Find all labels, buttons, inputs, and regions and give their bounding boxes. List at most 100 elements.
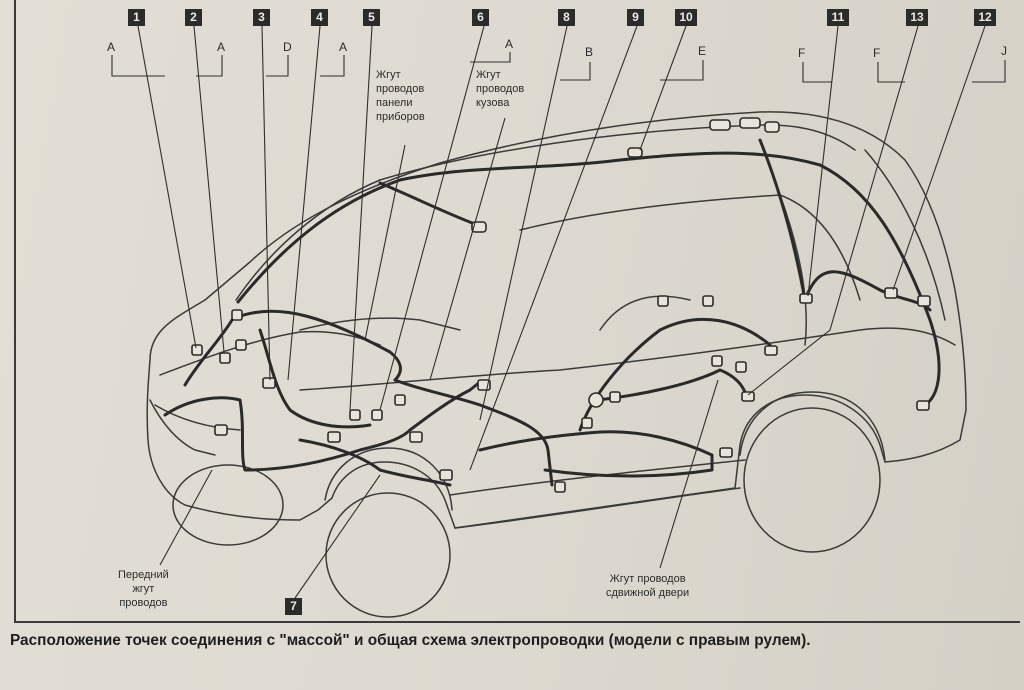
- ground-point: [191, 344, 203, 356]
- roof-harness: [236, 151, 822, 304]
- bracket-4: [320, 55, 345, 77]
- bracket-6: [470, 52, 511, 63]
- slide-door-harness: [596, 368, 750, 402]
- wiring-diagram: [111, 25, 1006, 618]
- ground-point: [609, 391, 621, 403]
- bracket-3: [266, 55, 289, 77]
- ground-point: [581, 417, 593, 429]
- car-body-outline: [146, 111, 967, 529]
- callout-3: 3: [253, 9, 270, 26]
- ground-point: [764, 345, 778, 356]
- ground-point: [371, 409, 383, 421]
- group-letter-10: E: [698, 44, 707, 58]
- body-harness-rear: [578, 317, 772, 432]
- leader-9: [469, 25, 638, 471]
- right-side-harness: [758, 138, 932, 312]
- callout-11: 11: [827, 9, 849, 26]
- leader-instrument: [364, 144, 406, 341]
- ground-point: [657, 295, 669, 307]
- ground-point: [741, 391, 755, 402]
- bracket-8: [560, 62, 591, 81]
- rear-wheel-arch: [739, 391, 886, 461]
- sill-line: [454, 487, 741, 529]
- ground-point: [235, 339, 247, 351]
- dash-line: [299, 317, 461, 331]
- windshield-line: [235, 179, 381, 301]
- front-harness-upper: [183, 318, 234, 387]
- leader-3: [261, 25, 271, 381]
- leader-13: [747, 25, 919, 396]
- ground-point: [231, 309, 243, 321]
- lower-front-harness: [298, 438, 452, 487]
- callout-7: 7: [285, 598, 302, 615]
- ground-point: [219, 352, 231, 364]
- leader-4: [287, 25, 321, 381]
- leader-12: [892, 25, 986, 291]
- ground-point: [588, 392, 604, 408]
- callout-2: 2: [185, 9, 202, 26]
- bracket-2: [196, 55, 223, 77]
- ground-point: [349, 409, 361, 421]
- hood-line: [159, 330, 381, 376]
- leader-6: [379, 25, 485, 411]
- body-harness-floor: [478, 430, 714, 478]
- ground-point: [884, 287, 898, 299]
- ground-point: [917, 295, 931, 307]
- ground-point: [627, 147, 643, 158]
- label-instrument-panel-harness: Жгут проводов панели приборов: [376, 69, 425, 123]
- ground-point: [735, 361, 747, 373]
- callout-9: 9: [627, 9, 644, 26]
- ground-point: [739, 117, 761, 129]
- label-front-harness: Передний жгут проводов: [118, 569, 169, 609]
- group-letter-6: A: [505, 37, 514, 51]
- leader-body: [429, 117, 506, 381]
- rear-wheel: [743, 407, 881, 553]
- ground-point: [409, 431, 423, 443]
- callout-8: 8: [558, 9, 575, 26]
- front-harness: [163, 396, 412, 472]
- ground-point: [439, 469, 453, 481]
- callout-5: 5: [363, 9, 380, 26]
- belt-line: [299, 327, 956, 391]
- roof-harness-branch: [378, 181, 482, 228]
- ground-point: [702, 295, 714, 307]
- frame-bottom-border: [14, 621, 1020, 623]
- frame-left-border: [14, 0, 16, 622]
- ground-point: [799, 293, 813, 304]
- ground-point: [711, 355, 723, 367]
- leader-11: [807, 25, 839, 297]
- group-letter-11: F: [798, 46, 806, 60]
- left-front-wheel: [172, 464, 284, 546]
- bracket-13: [877, 62, 905, 83]
- group-letter-13: F: [873, 46, 881, 60]
- leader-slide-door: [659, 379, 719, 569]
- ground-point: [214, 424, 228, 436]
- leader-7: [294, 474, 381, 599]
- rear-harness: [818, 163, 941, 407]
- ground-point: [719, 447, 733, 458]
- figure-caption: Расположение точек соединения с "массой"…: [10, 632, 811, 649]
- group-letter-2: A: [217, 40, 226, 54]
- center-harness: [408, 380, 482, 432]
- b-pillar: [599, 295, 691, 331]
- bracket-10: [660, 60, 704, 81]
- ground-point: [262, 377, 276, 389]
- leader-10: [639, 25, 687, 151]
- group-letter-4: A: [339, 40, 348, 54]
- callout-1: 1: [128, 9, 145, 26]
- bracket-1: [111, 55, 165, 77]
- group-letter-1: A: [107, 40, 116, 54]
- leader-1: [137, 25, 197, 349]
- instrument-harness: [233, 309, 402, 382]
- leader-2: [193, 25, 225, 353]
- callout-4: 4: [311, 9, 328, 26]
- rear-pillar: [779, 194, 808, 346]
- ground-point: [916, 400, 930, 411]
- front-bumper: [149, 399, 216, 456]
- callout-6: 6: [472, 9, 489, 26]
- floor-edge: [449, 459, 746, 496]
- ground-point: [327, 431, 341, 443]
- callout-10: 10: [675, 9, 697, 26]
- bracket-11: [802, 62, 832, 83]
- label-slide-door-harness: Жгут проводов сдвижной двери: [606, 573, 690, 599]
